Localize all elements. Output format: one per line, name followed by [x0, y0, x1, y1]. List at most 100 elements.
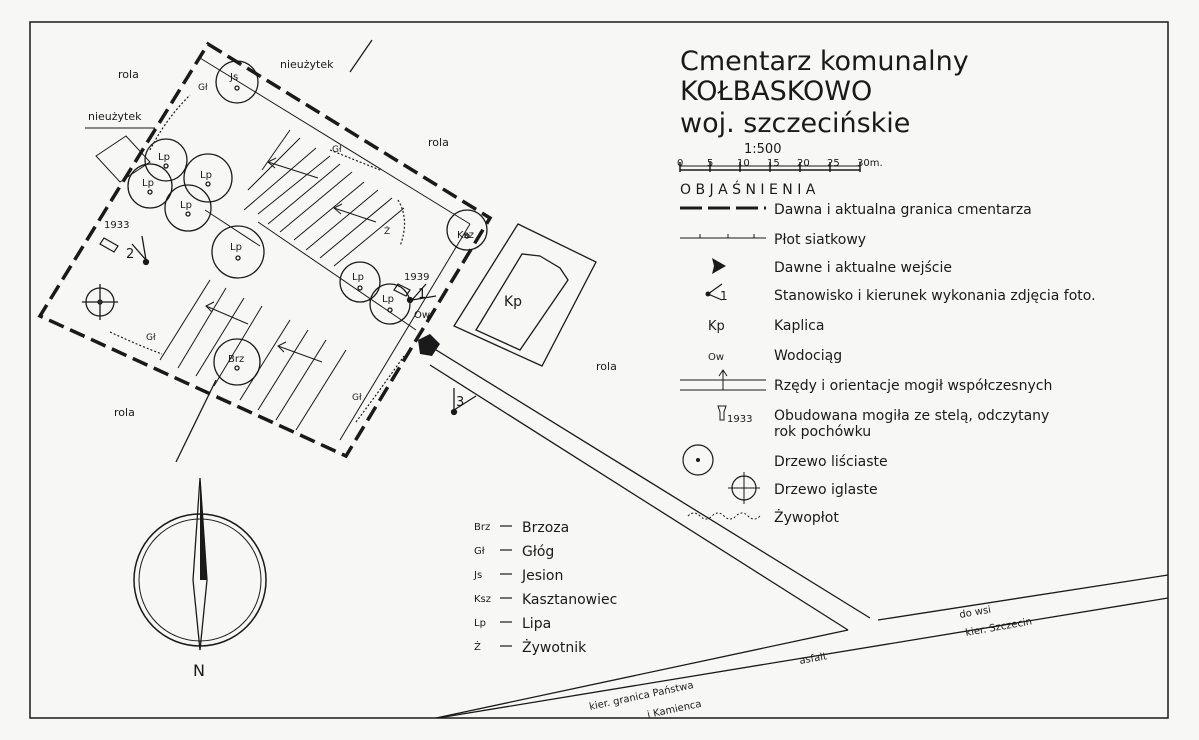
- species-item: Gł Głóg: [474, 544, 554, 560]
- tree-label: Ksz: [457, 230, 474, 241]
- legend-code: 1933: [727, 414, 752, 425]
- legend-text: Rzędy i orientacje mogił współczesnych: [774, 378, 1052, 394]
- roads: [175, 39, 1169, 719]
- chapel-label: Kp: [504, 294, 522, 310]
- legend-text: Drzewo iglaste: [774, 482, 878, 498]
- scale-tick-label: 30m.: [857, 158, 883, 169]
- legend-text: Kaplica: [774, 318, 824, 334]
- land-label: nieużytek: [88, 110, 142, 123]
- hedge-label: Gł: [332, 145, 342, 155]
- species-code: Ksz: [474, 594, 491, 605]
- graves-stele: [99, 237, 411, 297]
- legend-item: Drzewo iglaste: [728, 472, 878, 504]
- legend-text: Stanowisko i kierunek wykonania zdjęcia …: [774, 288, 1096, 304]
- legend-item: Kp Kaplica: [708, 318, 824, 334]
- legend-text: Dawne i aktualne wejście: [774, 260, 952, 276]
- land-label: rola: [118, 68, 139, 81]
- tree-label: Lp: [158, 152, 170, 163]
- species-code: Ż: [474, 640, 481, 653]
- scale-tick-label: 10: [737, 158, 750, 169]
- photo-number: 1: [418, 287, 426, 302]
- entrance-symbol: [712, 258, 726, 274]
- species-item: Ksz Kasztanowiec: [474, 592, 617, 608]
- legend-item: 1933 Obudowana mogiła ze stelą, odczytany…: [717, 405, 1049, 440]
- sheet-frame: [29, 21, 1169, 719]
- tree-label: Lp: [200, 170, 212, 181]
- hedge-label: Gł: [352, 393, 362, 403]
- hedges: [109, 94, 406, 423]
- road-label: do wsi: [959, 605, 992, 621]
- legend-text: rok pochówku: [774, 424, 871, 440]
- legend-text: Wodociąg: [774, 348, 842, 364]
- year-label: 1939: [404, 272, 429, 283]
- deciduous-trees: [127, 60, 488, 386]
- legend-text: Żywopłot: [774, 508, 839, 526]
- tree-label: Js: [229, 72, 238, 83]
- species-code: Brz: [474, 522, 490, 533]
- species-name: Jesion: [521, 568, 563, 584]
- photo-stations: [131, 235, 477, 416]
- year-label: 1933: [104, 220, 129, 231]
- hedge-label: Ż: [384, 226, 390, 237]
- scale-tick-label: 15: [767, 158, 780, 169]
- entrance-arrow: [418, 334, 440, 356]
- map-title-line2: KOŁBASKOWO: [680, 76, 872, 107]
- species-name: Żywotnik: [522, 638, 587, 656]
- species-code: Gł: [474, 546, 485, 557]
- north-arrow: N: [133, 477, 267, 680]
- row-arrows: [205, 157, 377, 363]
- legend-item: Drzewo liściaste: [682, 444, 888, 476]
- road-label: kier. Szczecin: [965, 616, 1033, 639]
- stele-symbol: [717, 405, 727, 421]
- species-name: Lipa: [522, 616, 551, 632]
- legend-heading: O B J A Ś N I E N I A: [680, 180, 816, 198]
- legend-item: Płot siatkowy: [680, 232, 866, 248]
- hedge-label: Gł: [146, 333, 156, 343]
- species-code: Js: [473, 570, 482, 581]
- grave-rows-upper: [243, 129, 405, 267]
- legend-text: Obudowana mogiła ze stelą, odczytany: [774, 408, 1049, 424]
- species-name: Kasztanowiec: [522, 592, 617, 608]
- cemetery-boundary: [37, 41, 493, 459]
- species-item: Ż Żywotnik: [474, 638, 587, 656]
- hedge-symbol: [687, 512, 761, 520]
- road-label: asfalt: [799, 651, 828, 667]
- tree-label: Lp: [180, 200, 192, 211]
- scale-tick-label: 25: [827, 158, 840, 169]
- photo-number: 3: [456, 395, 464, 410]
- photo-number: 2: [126, 247, 134, 262]
- tree-label: Lp: [142, 178, 154, 189]
- water-label: Ow: [414, 310, 430, 321]
- north-label: N: [193, 661, 205, 680]
- legend-item: Dawna i aktualna granica cmentarza: [680, 202, 1032, 218]
- hedge-label: Gł: [198, 83, 208, 93]
- legend-item: Żywopłot: [687, 508, 839, 526]
- scale-label: 1:500: [744, 142, 781, 157]
- legend-item: Dawne i aktualne wejście: [712, 258, 952, 276]
- species-name: Głóg: [522, 544, 554, 560]
- legend-text: Płot siatkowy: [774, 232, 866, 248]
- tree-label: Lp: [230, 242, 242, 253]
- land-label: rola: [596, 360, 617, 373]
- scale-tick-label: 5: [707, 158, 713, 169]
- photo-symbol: [707, 283, 723, 295]
- tree-label: Lp: [382, 294, 394, 305]
- deciduous-symbol: [682, 444, 714, 476]
- chapel: [453, 223, 597, 367]
- species-name: Brzoza: [522, 520, 569, 536]
- species-item: Js Jesion: [473, 568, 563, 584]
- species-code: Lp: [474, 618, 486, 629]
- species-item: Lp Lipa: [474, 616, 551, 632]
- grave-rows-lower: [159, 279, 347, 431]
- land-label: nieużytek: [280, 58, 334, 71]
- wasteland-plot: [95, 135, 151, 183]
- tree-label: Lp: [352, 272, 364, 283]
- legend-code: Kp: [708, 319, 725, 334]
- map-title-line3: woj. szczecińskie: [680, 108, 910, 139]
